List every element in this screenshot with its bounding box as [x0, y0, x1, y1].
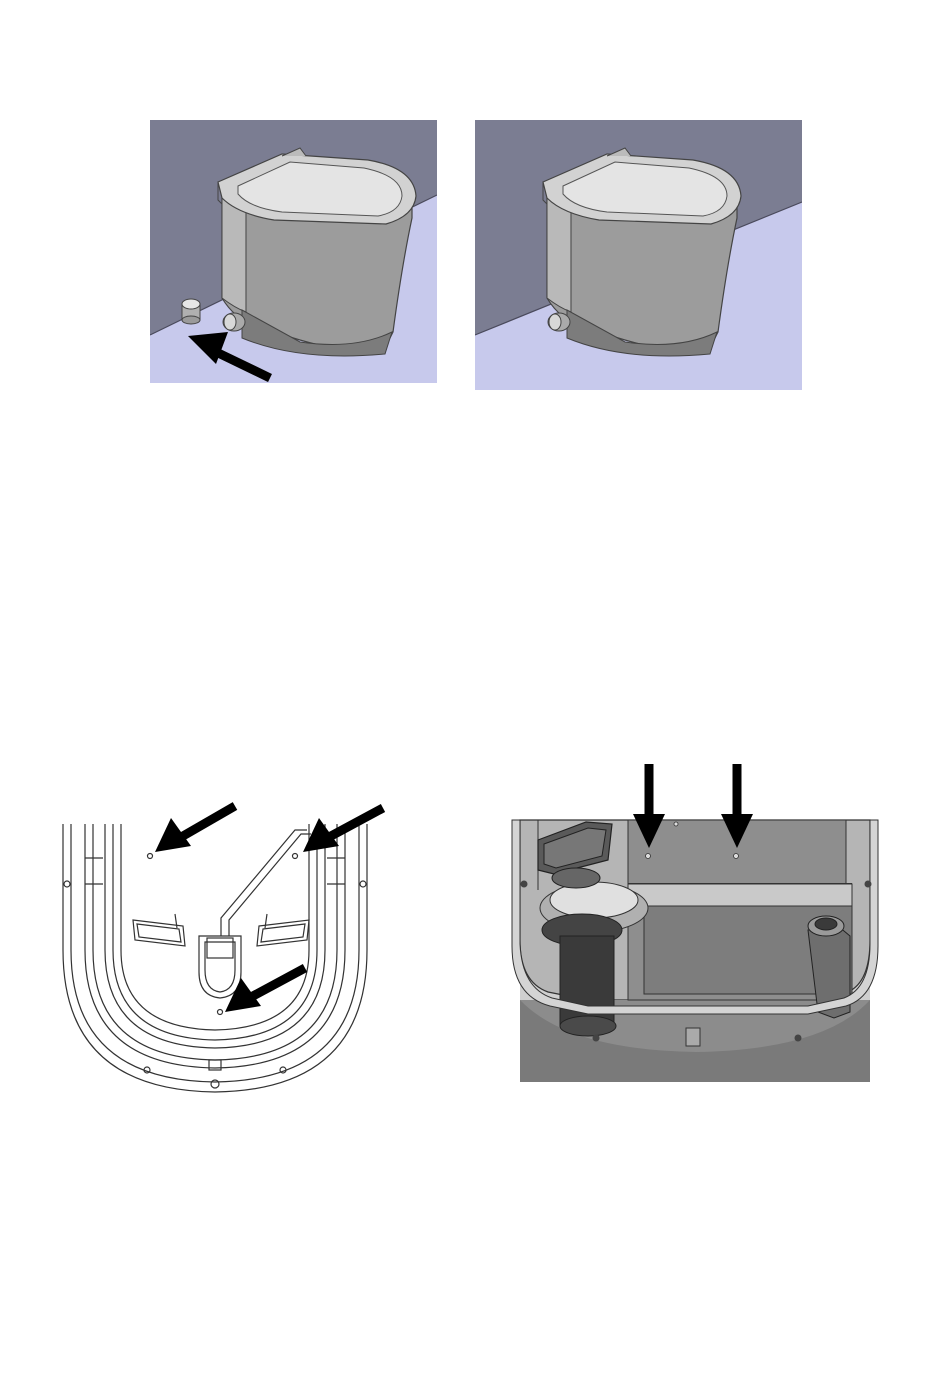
toilet-icon [543, 148, 741, 356]
pipe-stub-icon [182, 299, 200, 324]
base-bottom-view-figure [55, 800, 395, 1100]
interior-top-view-illustration [508, 760, 888, 1085]
toilet-installed-figure [475, 120, 802, 390]
arrow-icon [155, 806, 235, 852]
toilet-installed-illustration [475, 120, 802, 390]
arrow-icon [225, 968, 305, 1012]
base-bottom-view-illustration [55, 800, 395, 1100]
arrow-icon [303, 808, 383, 852]
toilet-icon [218, 148, 416, 356]
base-outline-icon [63, 824, 367, 1092]
interior-top-view-figure [508, 760, 888, 1085]
toilet-with-pipe-figure [150, 120, 437, 383]
interior-icon [512, 820, 878, 1082]
toilet-with-pipe-illustration [150, 120, 437, 383]
